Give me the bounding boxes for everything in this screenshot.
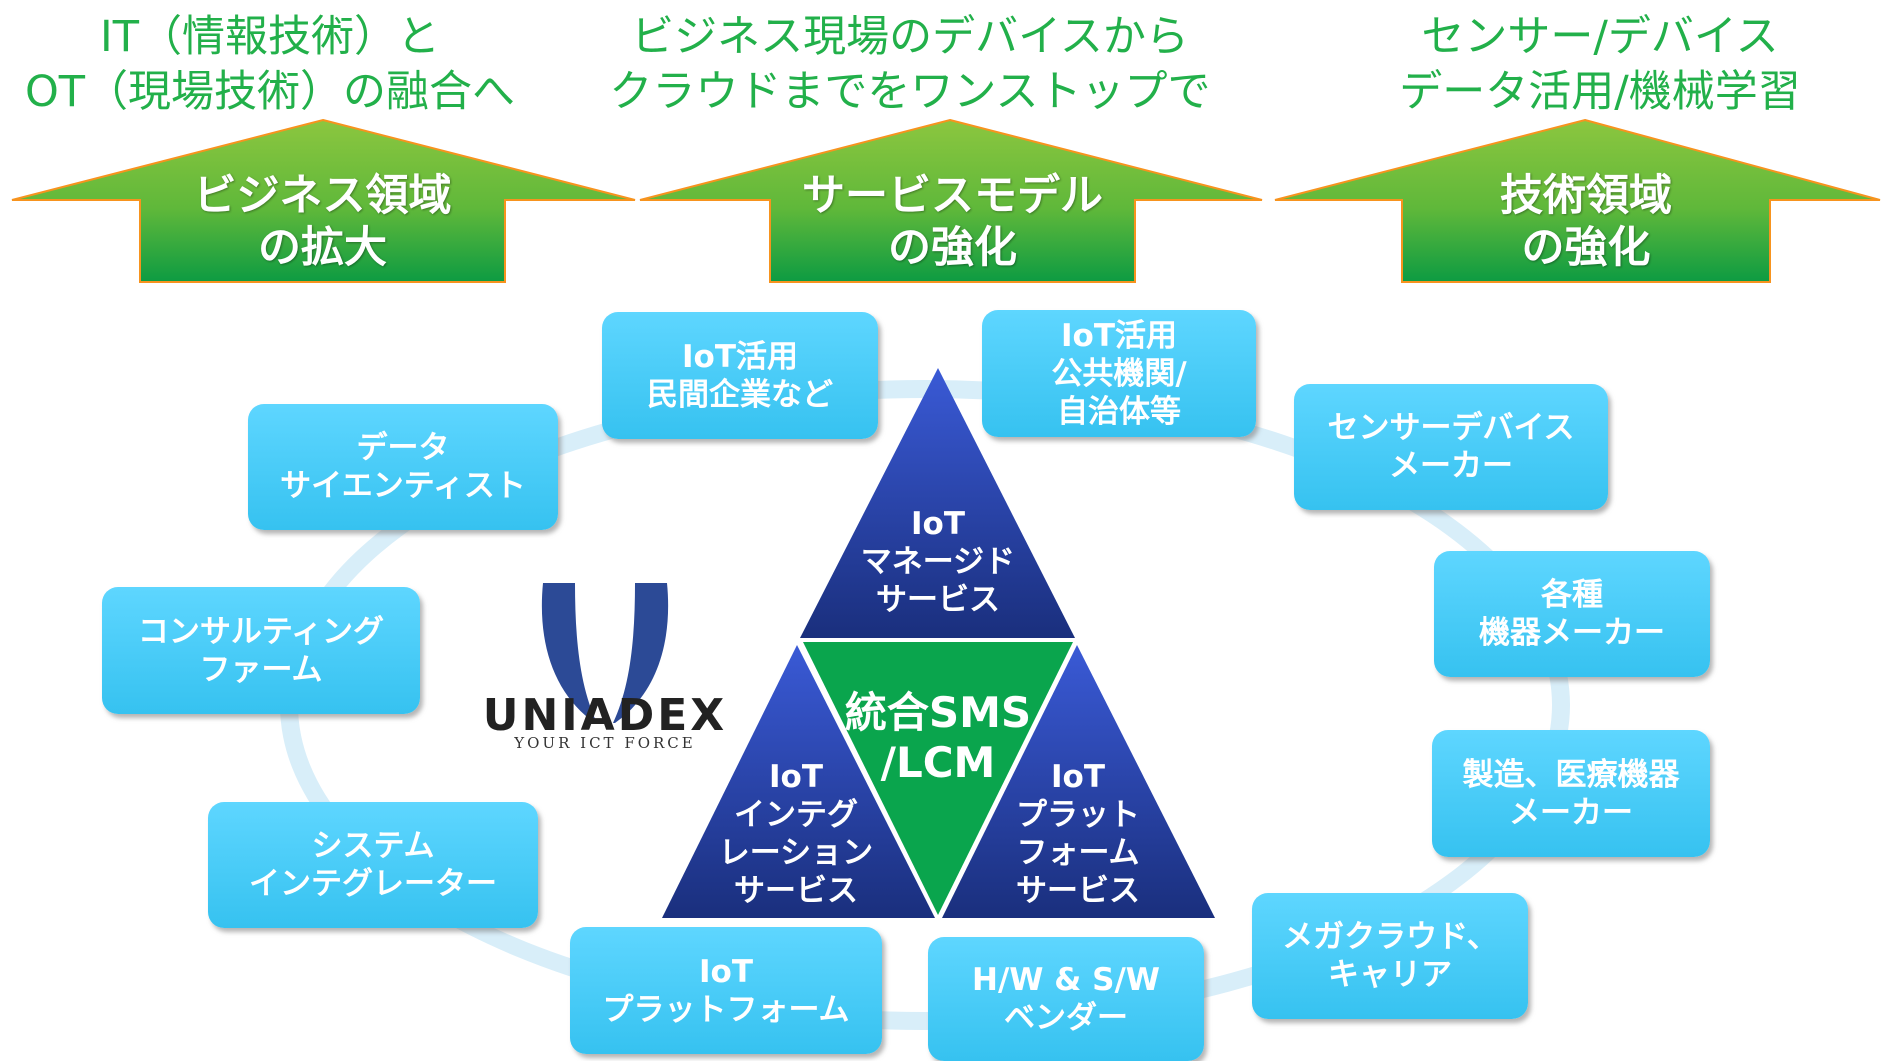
triangle-left-label: IoT インテグ レーション サービス bbox=[718, 759, 874, 909]
triangle-center-label: 統合SMS /LCM bbox=[844, 688, 1032, 787]
box-system-integrator: システム インテグレーター bbox=[208, 802, 538, 928]
box-iot-private-sector: IoT活用 民間企業など bbox=[602, 312, 878, 439]
headline-center: ビジネス現場のデバイスから クラウドまでをワンストップで bbox=[609, 12, 1211, 117]
logo-wordmark: UNIADEX bbox=[482, 690, 728, 741]
box-iot-platform: IoT プラットフォーム bbox=[570, 927, 882, 1054]
triangle-right-label: IoT プラット フォーム サービス bbox=[1016, 759, 1140, 909]
headline-left: IT（情報技術）と OT（現場技術）の融合へ bbox=[24, 12, 516, 117]
arrow-right-label: 技術領域 の強化 bbox=[1500, 171, 1672, 273]
triangle-left bbox=[662, 645, 935, 918]
box-medical-equipment-maker: 製造、医療機器 メーカー bbox=[1432, 730, 1710, 857]
headline-right: センサー/デバイス データ活用/機械学習 bbox=[1399, 12, 1801, 117]
logo-tagline: YOUR ICT FORCE bbox=[514, 734, 696, 752]
arrow-left-label: ビジネス領域 の拡大 bbox=[193, 171, 452, 273]
arrow-center-label: サービスモデル の強化 bbox=[802, 171, 1103, 273]
box-equipment-maker: 各種 機器メーカー bbox=[1434, 551, 1710, 677]
triangle-top bbox=[800, 368, 1075, 638]
arrow-center-shape bbox=[639, 118, 1263, 283]
box-data-scientist: データ サイエンティスト bbox=[248, 404, 558, 530]
triangle-center bbox=[803, 642, 1073, 915]
arrows-graphic bbox=[11, 118, 1881, 283]
arrow-left-shape bbox=[11, 118, 636, 283]
box-consulting-firm: コンサルティング ファーム bbox=[102, 587, 420, 714]
box-hw-sw-vendor: H/W & S/W ベンダー bbox=[928, 937, 1204, 1061]
box-sensor-device-maker: センサーデバイス メーカー bbox=[1294, 384, 1608, 510]
triangle-right bbox=[942, 645, 1215, 918]
uniadex-logo-mark bbox=[541, 583, 669, 723]
box-iot-public-sector: IoT活用 公共機関/ 自治体等 bbox=[982, 310, 1256, 437]
arrow-right-shape bbox=[1274, 118, 1881, 283]
triangle-top-label: IoT マネージド サービス bbox=[860, 506, 1016, 618]
box-mega-cloud-carrier: メガクラウド、 キャリア bbox=[1252, 893, 1528, 1019]
